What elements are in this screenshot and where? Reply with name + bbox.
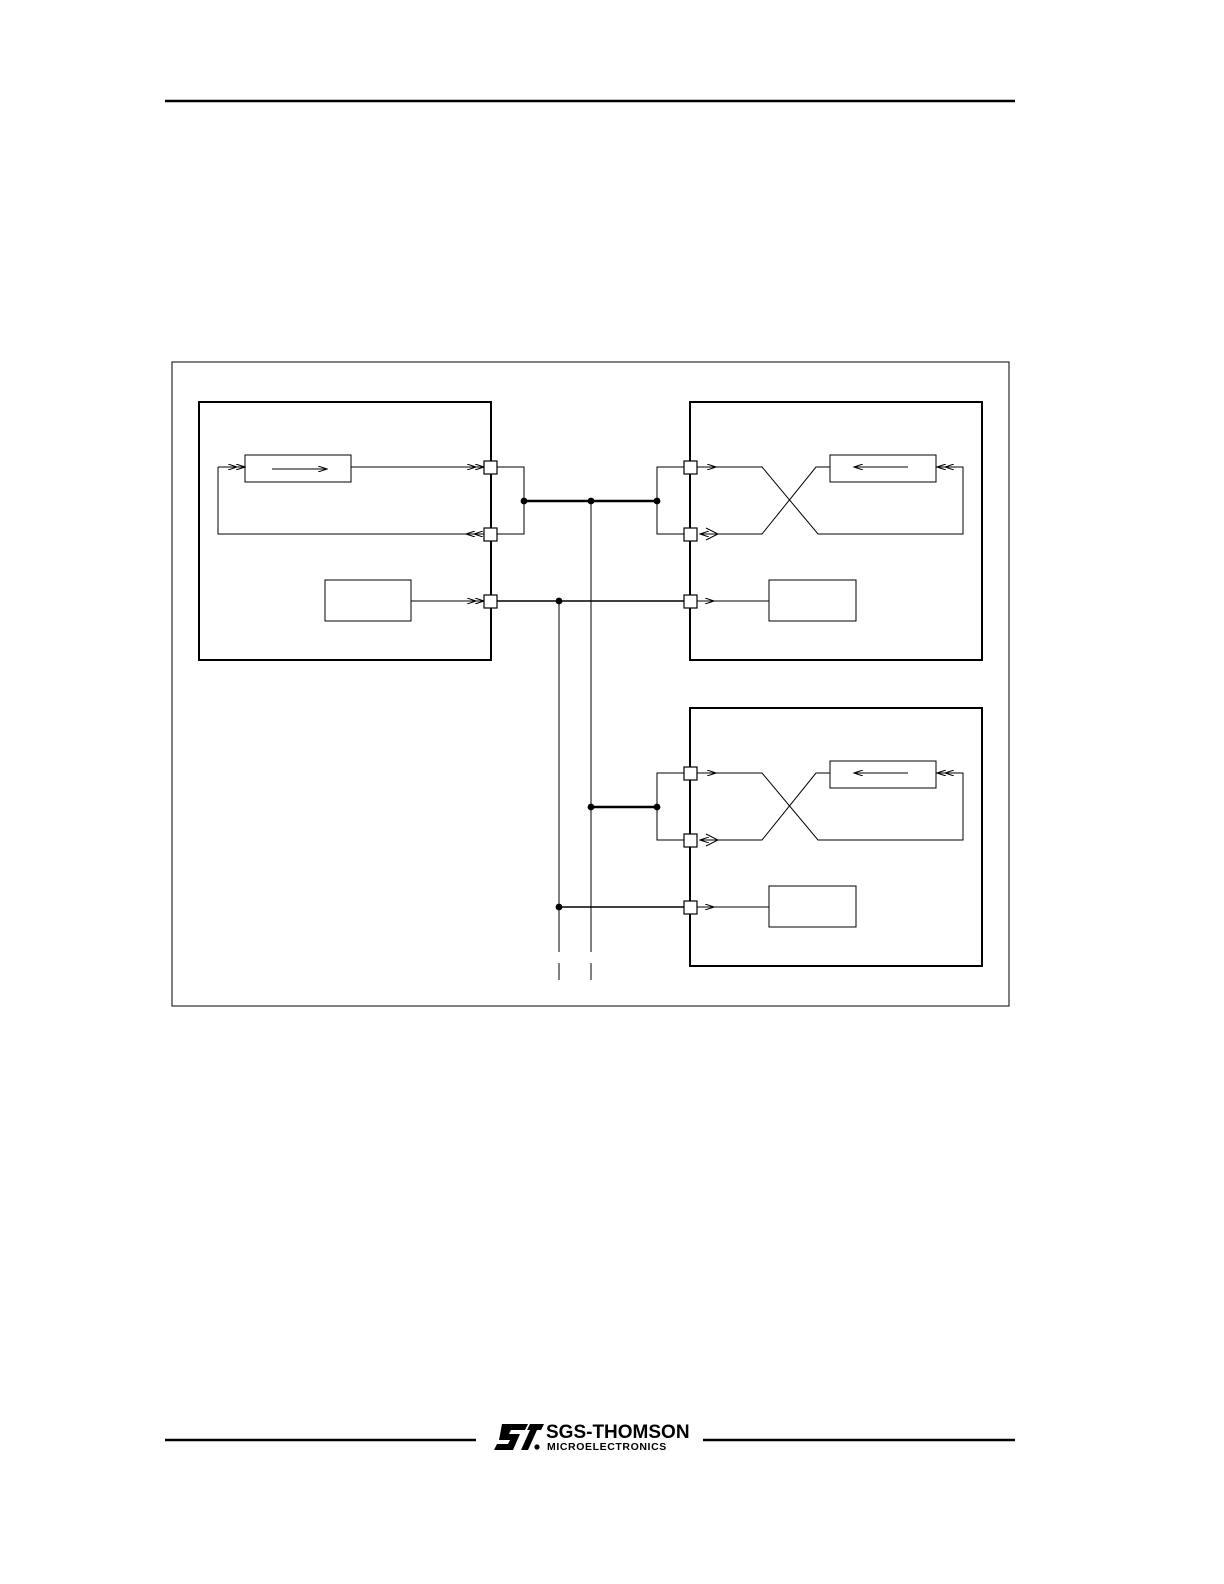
right-lower-pin-data-out bbox=[683, 833, 698, 848]
left-data-in-wire bbox=[217, 467, 484, 535]
left-pin-data-out bbox=[483, 460, 498, 475]
left-clock-block bbox=[324, 579, 412, 622]
left-device bbox=[198, 401, 498, 661]
st-logo-icon bbox=[494, 1424, 544, 1450]
right-lower-data-join-wire bbox=[656, 772, 684, 841]
right-lower-tristate-mark bbox=[705, 833, 720, 847]
right-upper-cross-wire-b bbox=[700, 466, 830, 534]
footer-brand-name: SGS-THOMSON bbox=[546, 1422, 690, 1443]
junction-dot bbox=[555, 597, 563, 605]
right-upper-pin-data-out bbox=[683, 527, 698, 542]
figure-frame bbox=[171, 361, 1010, 1007]
right-lower-shift-register bbox=[829, 760, 937, 789]
left-pin-clock bbox=[483, 594, 498, 609]
right-upper-pin-data-in bbox=[683, 460, 698, 475]
right-upper-tristate-mark bbox=[705, 527, 720, 541]
right-upper-data-join-wire bbox=[656, 466, 684, 535]
right-lower-clock-block bbox=[768, 885, 857, 928]
right-upper-device bbox=[656, 401, 983, 661]
right-lower-cross-wire-b bbox=[700, 772, 830, 840]
left-data-join-wire bbox=[497, 466, 525, 535]
right-upper-shift-register bbox=[829, 454, 937, 483]
left-pin-data-in bbox=[483, 527, 498, 542]
right-upper-clock-block bbox=[768, 579, 857, 622]
right-lower-pin-data-in bbox=[683, 766, 698, 781]
junction-dot bbox=[520, 497, 528, 505]
right-lower-device bbox=[559, 707, 983, 967]
right-lower-pin-clock bbox=[683, 900, 698, 915]
footer-brand-sub: MICROELECTRONICS bbox=[547, 1441, 667, 1453]
right-upper-pin-clock bbox=[683, 594, 698, 609]
junction-dot bbox=[587, 497, 595, 505]
